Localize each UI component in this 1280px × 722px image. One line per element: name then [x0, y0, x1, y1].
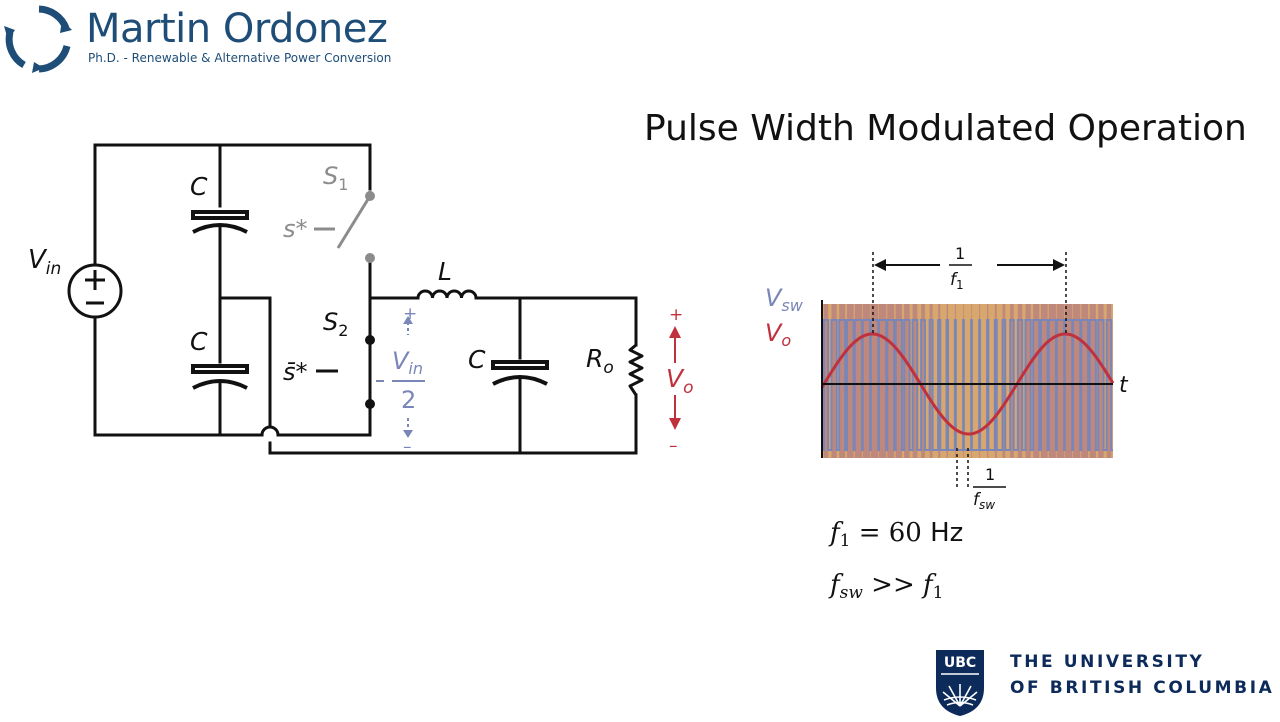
- slide-title: Pulse Width Modulated Operation: [644, 108, 1247, 149]
- pwm-band-stripe: [912, 304, 918, 458]
- vsw-label: Vsw: [765, 284, 804, 315]
- brand-header: Martin Ordonez Ph.D. - Renewable & Alter…: [0, 0, 420, 80]
- pwm-waveform: 1 f1 1 fsw Vsw Vo t: [765, 244, 1129, 512]
- switch2-label: S2: [323, 308, 348, 340]
- pwm-band-stripe: [862, 304, 871, 458]
- capacitor-top: [191, 210, 249, 234]
- vo-minus: –: [669, 436, 678, 456]
- vo-sine-curve: [820, 332, 1115, 436]
- vo-indicator: [669, 326, 681, 430]
- pwm-band-stripe: [1098, 304, 1104, 458]
- half-vin-minus: –: [403, 437, 412, 457]
- pwm-band-stripe: [879, 304, 887, 458]
- brand-name: Martin Ordonez: [86, 6, 388, 52]
- switch-s1: [314, 190, 375, 263]
- capacitor-output: [491, 360, 549, 386]
- vo-plus: +: [669, 305, 683, 325]
- inductor: [416, 289, 478, 299]
- voltage-source: [67, 263, 123, 319]
- pwm-band-stripe: [921, 304, 925, 458]
- capacitor-bottom: [191, 364, 249, 390]
- pwm-band-stripe: [1002, 304, 1006, 458]
- pwm-band-stripe: [1033, 304, 1040, 458]
- gate2-label: s̄*: [283, 358, 308, 386]
- pwm-band-stripe: [846, 304, 854, 458]
- brand-logo-icon: [4, 5, 72, 73]
- pwm-band-stripe: [1089, 304, 1096, 458]
- ubc-badge-text: UBC: [944, 655, 976, 671]
- pwm-band-stripe: [870, 304, 879, 458]
- pwm-band-stripe: [887, 304, 895, 458]
- pwm-band-stripe: [839, 304, 846, 458]
- switch1-label: S1: [323, 162, 348, 194]
- sw-period-numerator: 1: [985, 465, 995, 484]
- load-resistor: [628, 343, 644, 396]
- brand-subtitle: Ph.D. - Renewable & Alternative Power Co…: [88, 51, 392, 65]
- pwm-band-stripe: [1048, 304, 1056, 458]
- pwm-band-stripe: [1040, 304, 1048, 458]
- cap-top-label: C: [190, 172, 208, 201]
- inductor-label: L: [438, 257, 452, 286]
- cap-out-label: C: [468, 345, 486, 374]
- switch-s2: [316, 335, 375, 409]
- pwm-band-stripe: [895, 304, 902, 458]
- pwm-band-stripe: [1025, 304, 1031, 458]
- cap-bottom-label: C: [190, 327, 208, 356]
- pwm-band-stripe: [831, 304, 837, 458]
- period-denominator: f1: [950, 270, 964, 292]
- pwm-band-stripe: [1010, 304, 1014, 458]
- pwm-band-stripe: [1064, 304, 1073, 458]
- half-vin-plus: +: [403, 304, 417, 324]
- pwm-band-stripe: [929, 304, 933, 458]
- switching-frequency-equation: fsw >> f1: [830, 570, 944, 603]
- fundamental-frequency-equation: f1 = 60 Hz: [830, 518, 964, 551]
- half-vin-indicator: [376, 316, 425, 438]
- inverter-circuit-diagram: Vin C C C S1 s* S2 s̄* L Ro + – Vin 2 + …: [28, 143, 694, 457]
- half-vin-denominator: 2: [401, 386, 416, 414]
- time-label: t: [1119, 373, 1129, 398]
- ubc-logo: UBC THE UNIVERSITY OF BRITISH COLUMBIA: [934, 648, 1280, 720]
- ubc-crest-icon: UBC: [936, 650, 984, 716]
- pwm-band-stripe: [1106, 304, 1112, 458]
- vo-label: Vo: [666, 364, 694, 398]
- vin-label: Vin: [28, 245, 61, 279]
- pwm-band-stripe: [1056, 304, 1065, 458]
- ubc-line2: OF BRITISH COLUMBIA: [1010, 678, 1275, 698]
- load-label: Ro: [586, 344, 614, 378]
- sw-period-denominator: fsw: [973, 490, 995, 512]
- pwm-band-stripe: [938, 304, 941, 458]
- half-vin-numerator: Vin: [392, 347, 423, 378]
- vo-wave-label: Vo: [765, 319, 791, 350]
- gate1-label: s*: [283, 215, 308, 243]
- period-numerator: 1: [955, 244, 965, 263]
- pwm-band-stripe: [1081, 304, 1089, 458]
- period-arrow: [874, 259, 1065, 271]
- pwm-band-stripe: [1073, 304, 1081, 458]
- ubc-line1: THE UNIVERSITY: [1010, 652, 1205, 672]
- pwm-band-stripe: [904, 304, 910, 458]
- pwm-band-stripe: [854, 304, 862, 458]
